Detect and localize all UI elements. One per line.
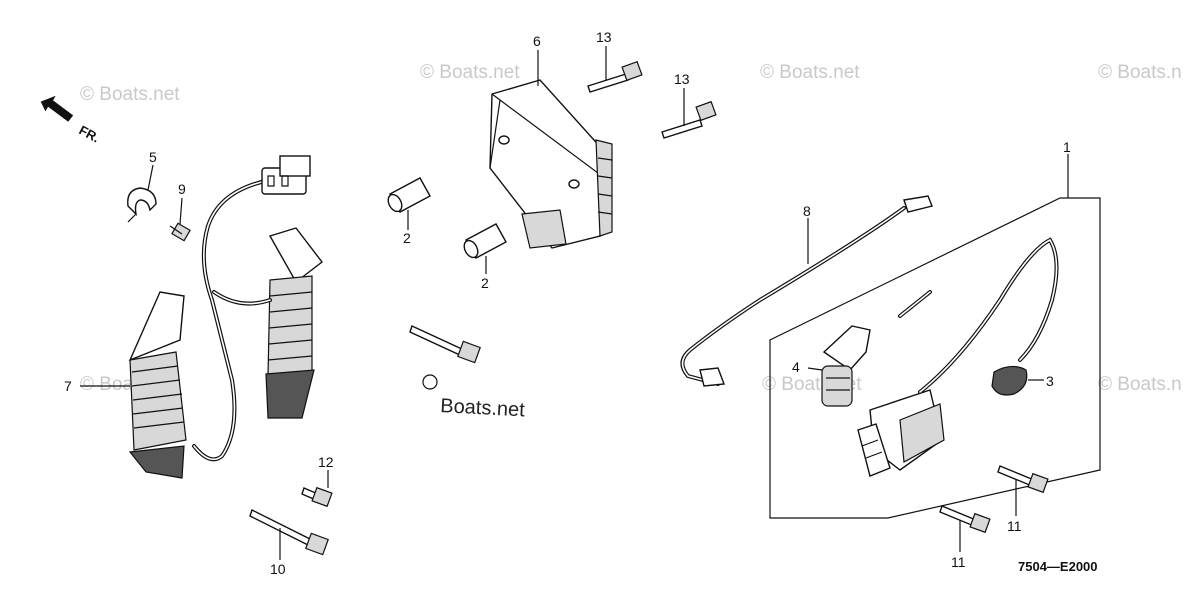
svg-text:Boats.net: Boats.net (440, 395, 526, 421)
callout-10: 10 (270, 561, 286, 577)
watermark: © Boats.n (1098, 374, 1182, 395)
bolt-part-10 (249, 509, 329, 556)
collar-part-2 (387, 177, 431, 213)
wire-harness (192, 155, 311, 462)
grommet-part-3 (991, 365, 1028, 396)
callout-6: 6 (533, 33, 541, 49)
watermark: © Boats.net (420, 62, 520, 83)
callout-13: 13 (596, 29, 612, 45)
bolt-part-12 (301, 486, 333, 508)
callout-5: 5 (149, 149, 157, 165)
stator-coil-part-7 (128, 227, 323, 479)
bolt-part-11 (939, 505, 991, 534)
bolt (409, 325, 481, 364)
callout-12: 12 (318, 454, 334, 470)
spark-plug-cap-part-4 (821, 325, 871, 407)
callout-8: 8 (803, 203, 811, 219)
bolt-part-9 (169, 222, 191, 242)
bolt-part-13 (587, 60, 643, 93)
bolt-part-13 (661, 100, 717, 139)
callout-13: 13 (674, 71, 690, 87)
assembly-outline (769, 197, 1101, 519)
leader-line (807, 367, 823, 371)
callout-4: 4 (792, 359, 800, 375)
brand-mark: Boats.net (422, 374, 526, 421)
front-label: FR. (77, 122, 103, 145)
callout-2: 2 (481, 275, 489, 291)
callout-2: 2 (403, 230, 411, 246)
callout-7: 7 (64, 378, 72, 394)
clamp-part-5 (127, 187, 157, 223)
leader-line (147, 164, 154, 191)
collar-part-2 (463, 223, 507, 259)
ignition-coil-part-1 (857, 237, 1059, 477)
bolt-part-11 (997, 465, 1049, 494)
watermark: © Boats.n (1098, 62, 1182, 83)
front-arrow-icon (40, 95, 74, 122)
lead-wire-part-8 (680, 195, 933, 387)
watermark: © Boats.net (80, 84, 180, 105)
diagram-code: 7504—E2000 (1018, 559, 1098, 574)
callout-11: 11 (951, 554, 966, 570)
leader-line (179, 197, 183, 225)
callout-9: 9 (178, 181, 186, 197)
callout-11: 11 (1007, 518, 1022, 534)
callout-1: 1 (1063, 139, 1071, 155)
regulator-part-6 (489, 79, 613, 249)
callout-3: 3 (1046, 373, 1054, 389)
watermark: © Boats.net (760, 62, 860, 83)
